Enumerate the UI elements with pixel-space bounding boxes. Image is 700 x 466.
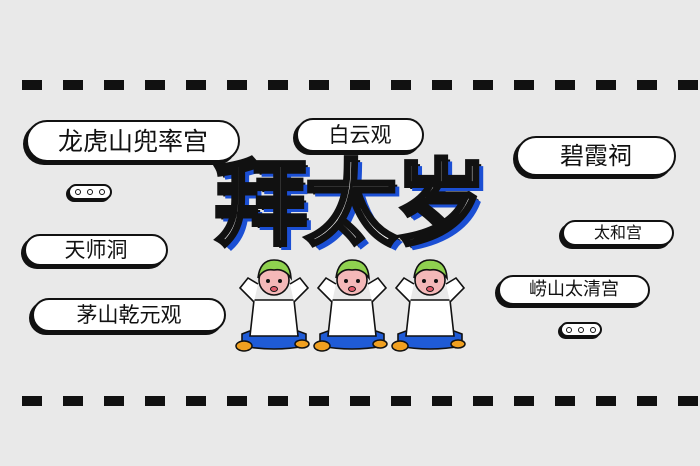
pill-baiyunguan-label: 白云观 (328, 122, 392, 147)
main-title-text: 拜太岁 (213, 151, 489, 258)
figure-right (391, 259, 466, 352)
dot-icon (87, 189, 93, 195)
pill-tianshidong: 天师洞 (24, 234, 168, 266)
dot-icon (99, 189, 105, 195)
dots-decoration-left (68, 184, 112, 200)
pill-baiyunguan: 白云观 (296, 118, 424, 152)
pill-laoshan-label: 崂山太清宫 (529, 279, 619, 300)
cartoon-figures (235, 259, 466, 352)
main-title: 拜太岁 (190, 145, 510, 265)
figure-left (235, 259, 310, 352)
pill-longhushan-label: 龙虎山兜率宫 (57, 126, 208, 156)
pill-tianshidong-label: 天师洞 (64, 237, 128, 262)
bottom-dashed-divider (22, 396, 700, 406)
pill-maoshan: 茅山乾元观 (32, 298, 226, 332)
pill-maoshan-label: 茅山乾元观 (76, 302, 182, 327)
dot-icon (566, 326, 572, 333)
dot-icon (590, 326, 596, 333)
top-dashed-divider (22, 80, 700, 90)
pill-longhushan: 龙虎山兜率宫 (26, 120, 240, 162)
dot-icon (75, 189, 81, 195)
dots-decoration-right (560, 322, 602, 337)
pill-taihegong: 太和宫 (562, 220, 674, 246)
figure-middle (313, 259, 388, 352)
dot-icon (578, 326, 584, 333)
pill-taihegong-label: 太和宫 (593, 223, 642, 242)
pill-bixiaci-label: 碧霞祠 (560, 142, 632, 170)
pill-bixiaci: 碧霞祠 (516, 136, 676, 176)
pill-laoshan: 崂山太清宫 (498, 275, 650, 305)
